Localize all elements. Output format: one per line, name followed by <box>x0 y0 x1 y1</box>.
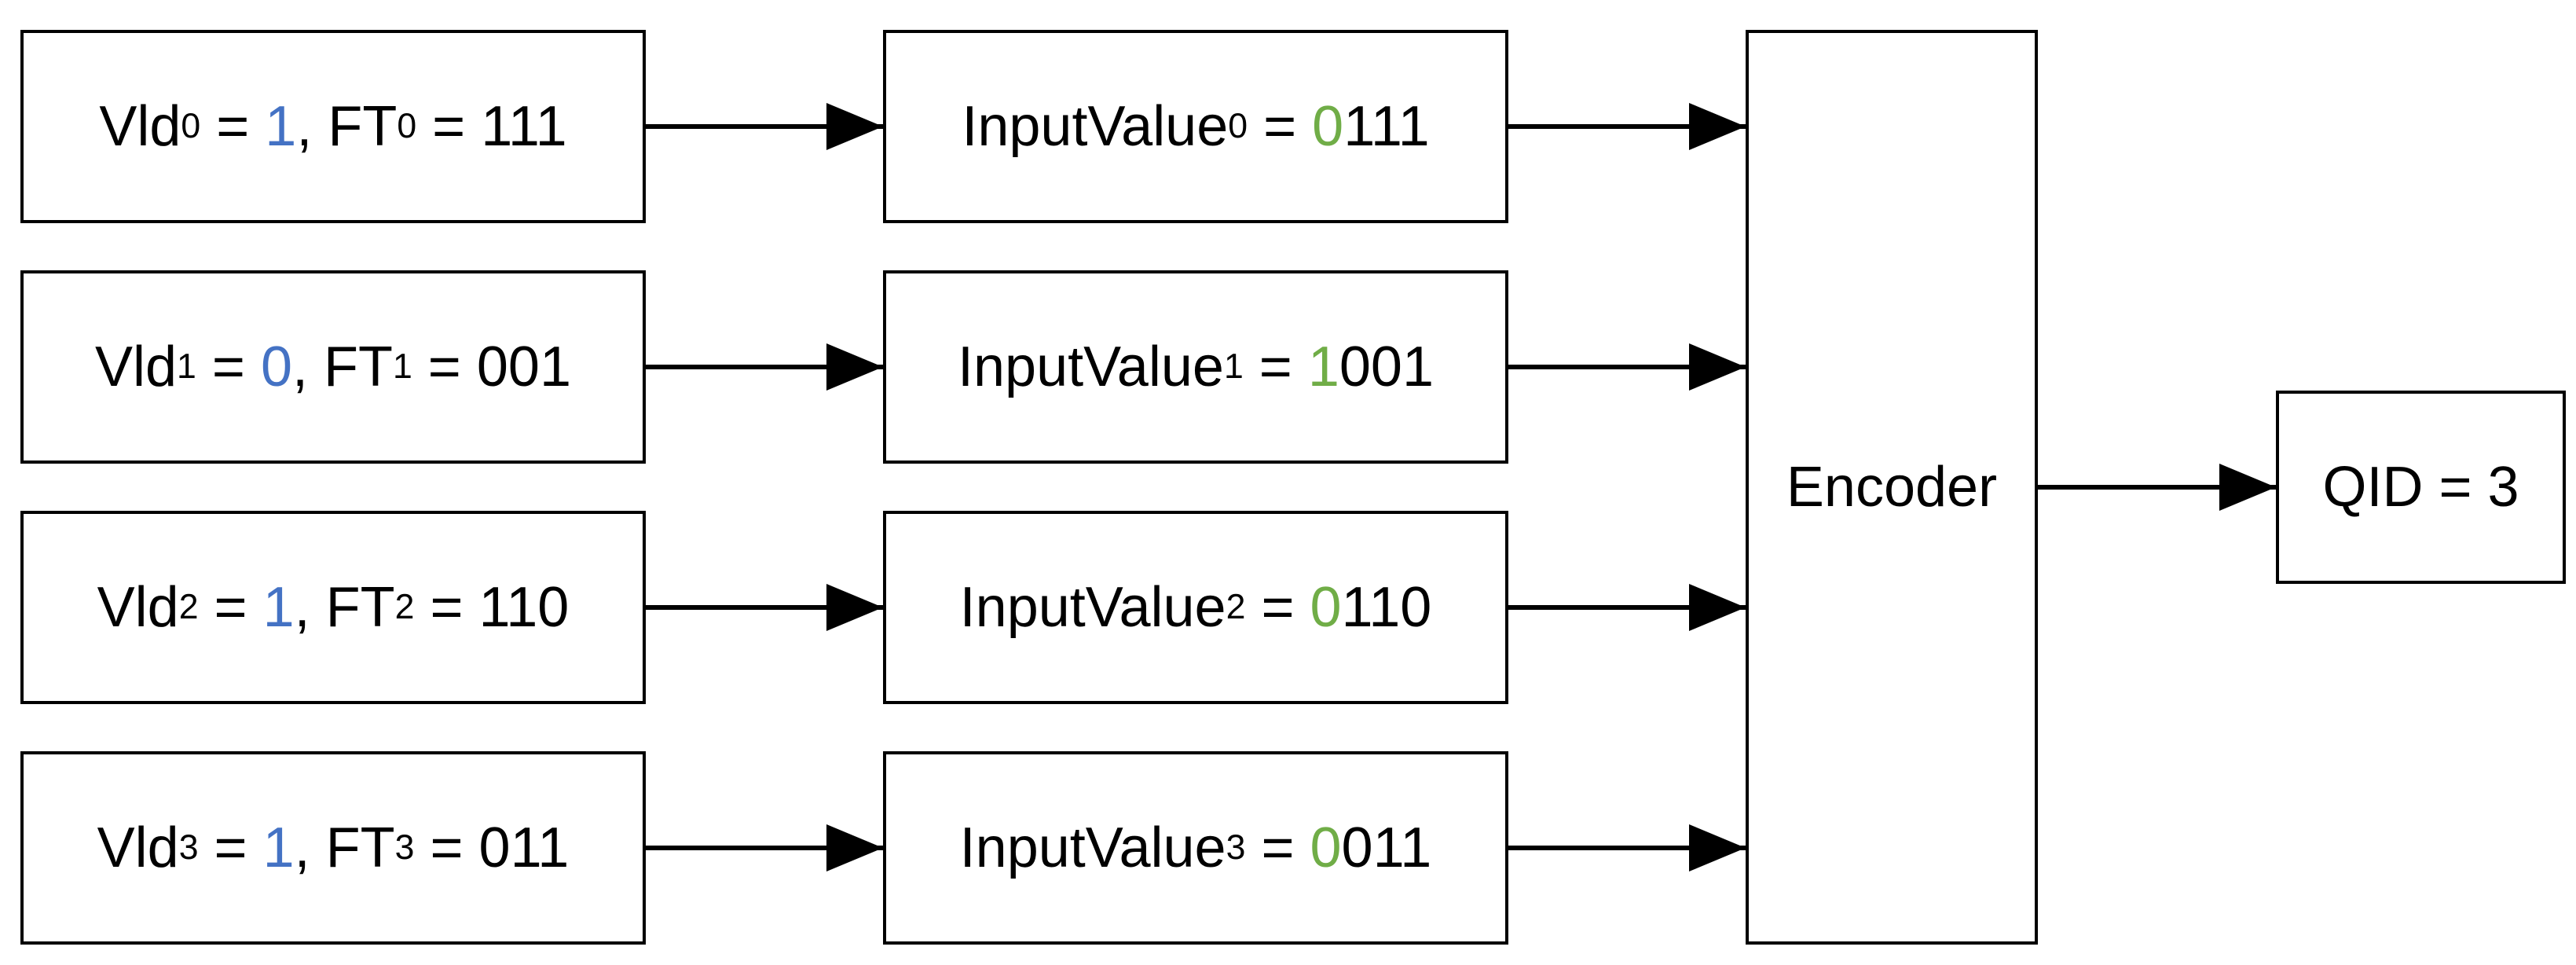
equals-sign: = <box>1245 816 1310 879</box>
vld-value: 1 <box>262 576 295 639</box>
equals-sign: = <box>412 336 477 398</box>
ft-value: 110 <box>478 576 570 639</box>
equals-sign: = <box>196 336 261 398</box>
encoder-box: Encoder <box>1746 30 2038 945</box>
equals-sign: = <box>1245 576 1310 639</box>
vld-label: Vld <box>97 816 179 879</box>
vld-value: 1 <box>262 816 295 879</box>
rest-bits: 001 <box>1339 336 1435 398</box>
vld-label: Vld <box>97 576 179 639</box>
comma-separator: , <box>296 95 328 158</box>
encoder-label: Encoder <box>1786 456 1998 519</box>
rest-bits: 110 <box>1341 576 1432 639</box>
input-value-label: InputValue <box>959 816 1226 879</box>
vld-label: Vld <box>99 95 181 158</box>
comma-separator: , <box>294 816 326 879</box>
equals-sign: = <box>198 816 263 879</box>
lead-bit: 0 <box>1312 95 1344 158</box>
equals-sign: = <box>1248 95 1313 158</box>
ft-label: FT <box>328 95 398 158</box>
ft-value: 001 <box>476 336 571 398</box>
lead-bit: 0 <box>1310 576 1342 639</box>
vld-value: 1 <box>265 95 297 158</box>
rest-bits: 111 <box>1343 95 1430 158</box>
ft-label: FT <box>325 576 395 639</box>
vld-value: 0 <box>260 336 292 398</box>
comma-separator: , <box>291 336 324 398</box>
equals-sign: = <box>414 816 479 879</box>
comma-separator: , <box>294 576 326 639</box>
vld-label: Vld <box>94 336 178 398</box>
equals-sign: = <box>198 576 263 639</box>
ft-label: FT <box>325 816 395 879</box>
equals-sign: = <box>416 95 482 158</box>
lead-bit: 0 <box>1310 816 1342 879</box>
ft-value: 011 <box>478 816 570 879</box>
input-value-label: InputValue <box>962 95 1229 158</box>
equals-sign: = <box>1243 336 1308 398</box>
input-value-label: InputValue <box>957 336 1224 398</box>
rest-bits: 011 <box>1341 816 1432 879</box>
equals-sign: = <box>414 576 479 639</box>
ft-label: FT <box>324 336 393 398</box>
input-value-label: InputValue <box>959 576 1226 639</box>
qid-label: QID = 3 <box>2322 456 2519 519</box>
qid-output-box: QID = 3 <box>2276 391 2566 584</box>
ft-value: 111 <box>481 95 567 158</box>
lead-bit: 1 <box>1307 336 1339 398</box>
equals-sign: = <box>200 95 266 158</box>
